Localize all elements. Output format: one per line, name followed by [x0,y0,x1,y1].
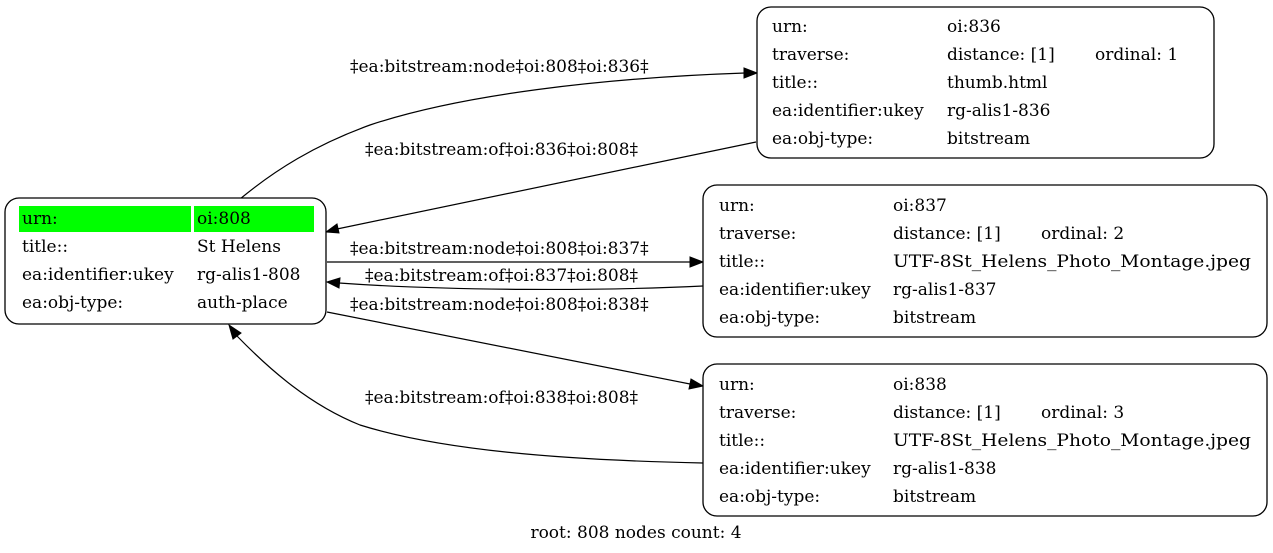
node-838-key-ukey: ea:identifier:ukey [719,459,871,479]
node-838[interactable]: urn: oi:838 traverse: distance: [1] ordi… [702,363,1268,517]
edge-label-node-838: ‡ea:bitstream:node‡oi:808‡oi:838‡ [350,295,649,315]
node-808-val-ukey: rg-alis1-808 [197,265,301,285]
node-836-key-title: title:: [772,73,818,93]
edge-label-node-836: ‡ea:bitstream:node‡oi:808‡oi:836‡ [350,57,649,77]
node-838-key-title: title:: [719,431,765,451]
node-836-val-urn: oi:836 [947,17,1001,37]
graph-footer: root: 808 nodes count: 4 [530,523,741,543]
node-836-key-ukey: ea:identifier:ukey [772,101,924,121]
node-808[interactable]: urn: oi:808 title:: St Helens ea:identif… [4,197,327,325]
edge-of-837 [325,277,704,291]
edge-of-836 [324,141,757,234]
edge-label-node-837: ‡ea:bitstream:node‡oi:808‡oi:837‡ [350,239,649,259]
node-837-val-title: UTF-8St_Helens_Photo_Montage.jpeg [893,252,1251,272]
node-837-key-ukey: ea:identifier:ukey [719,280,871,300]
node-838-val-title: UTF-8St_Helens_Photo_Montage.jpeg [893,431,1251,451]
node-808-key-ukey: ea:identifier:ukey [22,265,174,285]
node-808-key-urn: urn: [22,209,58,229]
node-836-key-objtype: ea:obj-type: [772,129,873,149]
node-836-val-objtype: bitstream [947,129,1030,149]
node-838-key-traverse: traverse: [719,403,796,423]
node-837-val-distance: distance: [1] [893,224,1001,244]
node-837-key-objtype: ea:obj-type: [719,308,820,328]
node-838-val-distance: distance: [1] [893,403,1001,423]
node-836-val-title: thumb.html [947,73,1047,93]
node-808-val-title: St Helens [197,237,281,257]
node-836[interactable]: urn: oi:836 traverse: distance: [1] ordi… [756,6,1215,159]
node-838-val-objtype: bitstream [893,487,976,507]
node-836-val-ukey: rg-alis1-836 [947,101,1051,121]
node-837-key-traverse: traverse: [719,224,796,244]
edge-node-837 [327,256,705,268]
edge-label-of-837: ‡ea:bitstream:of‡oi:837‡oi:808‡ [365,266,639,286]
node-837-val-ukey: rg-alis1-837 [893,280,997,300]
edge-label-of-838: ‡ea:bitstream:of‡oi:838‡oi:808‡ [365,388,639,408]
highlight-key-cell [19,206,191,232]
node-838-val-ukey: rg-alis1-838 [893,459,997,479]
node-837-val-urn: oi:837 [893,196,947,216]
node-837[interactable]: urn: oi:837 traverse: distance: [1] ordi… [702,184,1268,338]
edge-node-836 [239,67,759,200]
node-808-key-objtype: ea:obj-type: [22,293,123,313]
node-808-val-objtype: auth-place [197,293,288,313]
node-838-val-ordinal: ordinal: 3 [1041,403,1124,423]
node-837-key-title: title:: [719,252,765,272]
edge-node-838 [326,311,705,390]
node-838-key-objtype: ea:obj-type: [719,487,820,507]
node-836-key-traverse: traverse: [772,45,849,65]
node-808-key-title: title:: [22,237,68,257]
node-837-val-ordinal: ordinal: 2 [1041,224,1124,244]
node-837-val-objtype: bitstream [893,308,976,328]
highlight-value-cell [194,206,314,232]
edge-of-838 [228,323,704,464]
node-837-key-urn: urn: [719,196,755,216]
node-836-val-distance: distance: [1] [947,45,1055,65]
node-808-val-urn: oi:808 [197,209,251,229]
node-836-val-ordinal: ordinal: 1 [1095,45,1178,65]
node-838-key-urn: urn: [719,375,755,395]
node-836-key-urn: urn: [772,17,808,37]
node-838-val-urn: oi:838 [893,375,947,395]
edge-label-of-836: ‡ea:bitstream:of‡oi:836‡oi:808‡ [365,140,639,160]
